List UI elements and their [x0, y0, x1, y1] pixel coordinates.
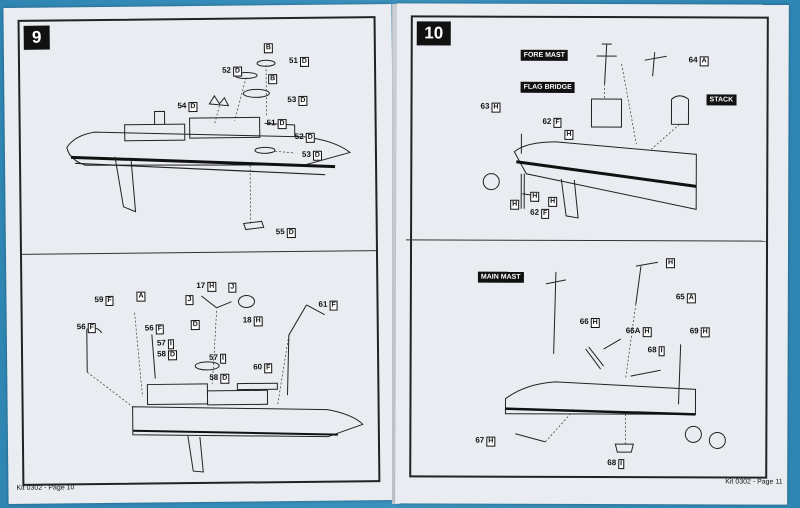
ship-diagram-step9-upper: [66, 59, 352, 231]
right-page: 10 FORE MAST FLAG BRIDGE STACK M: [395, 3, 789, 505]
part-callout: H: [508, 199, 520, 210]
part-callout: J: [226, 282, 237, 293]
page-footer-right: Kit 0302 - Page 11: [725, 478, 783, 486]
part-callout: A: [134, 291, 146, 302]
part-callout: B: [266, 73, 278, 85]
part-callout: H: [528, 191, 540, 202]
left-page: 9: [3, 3, 397, 505]
part-callout: J: [183, 294, 194, 306]
fore-mast-label: FORE MAST: [520, 49, 568, 61]
flag-bridge-label: FLAG BRIDGE: [520, 81, 575, 93]
part-callout: D: [189, 319, 200, 331]
ship-diagram-step10-upper: [482, 43, 697, 219]
ship-diagram-step10-lower: [504, 261, 726, 453]
page-footer-left: Kit 0302 - Page 10: [16, 484, 75, 492]
part-callout: B: [262, 42, 273, 54]
stack-label: STACK: [706, 94, 737, 106]
part-callout: H: [562, 129, 574, 140]
part-callout: H: [546, 196, 558, 207]
part-callout: H: [664, 257, 676, 269]
main-mast-label: MAIN MAST: [477, 271, 524, 283]
ship-diagram-step9-lower: [86, 295, 364, 473]
